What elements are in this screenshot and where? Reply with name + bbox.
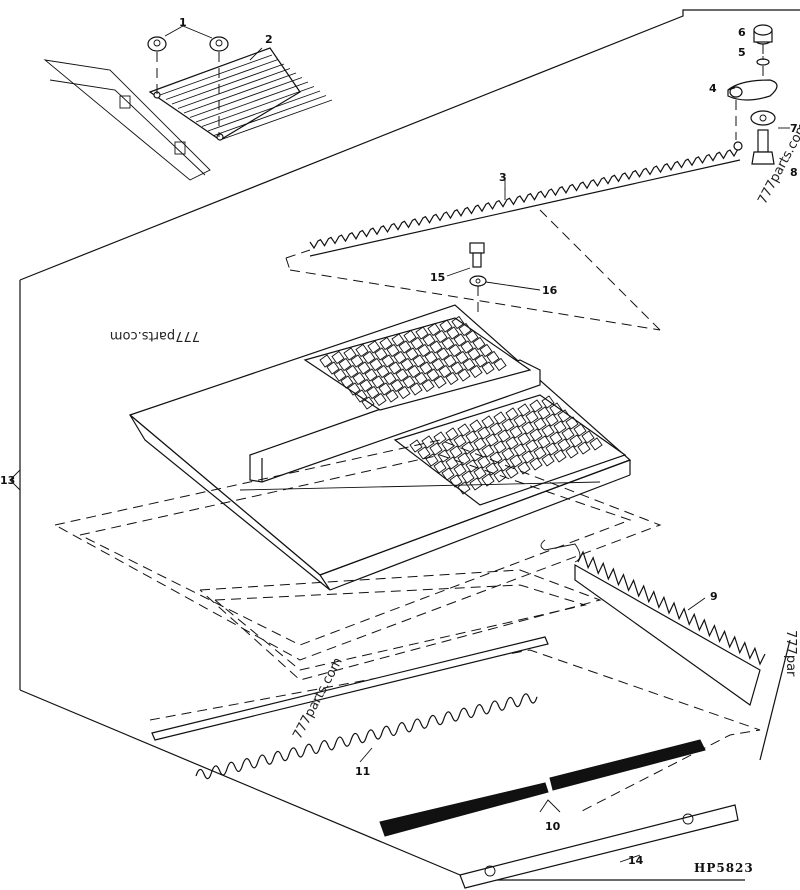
thin-strip [151,636,549,741]
rubber-seals [379,739,706,837]
serrated-guard [540,539,766,706]
callout-11: 11 [355,765,370,778]
callout-labels: 1 2 3 4 5 6 7 8 9 10 11 13 14 15 16 [0,16,798,867]
callout-15: 15 [430,271,445,284]
callout-9: 9 [710,590,718,603]
callout-6: 6 [738,26,746,39]
callout-10: 10 [545,820,561,833]
mounting-strap [459,804,739,889]
wavy-spring [195,693,538,780]
watermark-right-edge: 777par [783,630,798,677]
wear-plate-tray [128,304,632,591]
bolt-and-washer [469,242,487,312]
callout-16: 16 [542,284,558,297]
callout-4: 4 [709,82,717,95]
nut-pair [147,25,229,137]
watermark-upside-down: 777parts.com [110,328,200,343]
callout-14: 14 [628,854,644,867]
callout-7: 7 [790,122,798,135]
serrated-knife-bar [285,141,743,331]
slotted-cover-plate [43,47,333,181]
drive-arm-assembly [727,24,778,165]
callout-5: 5 [738,46,746,59]
figure-id: HP5823 [694,861,754,875]
callout-1: 1 [179,16,187,29]
leader-lines [249,47,790,863]
callout-2: 2 [265,33,273,46]
callout-3: 3 [499,171,507,184]
callout-8: 8 [790,166,798,179]
callout-13: 13 [0,474,15,487]
frame-outline [9,9,800,881]
